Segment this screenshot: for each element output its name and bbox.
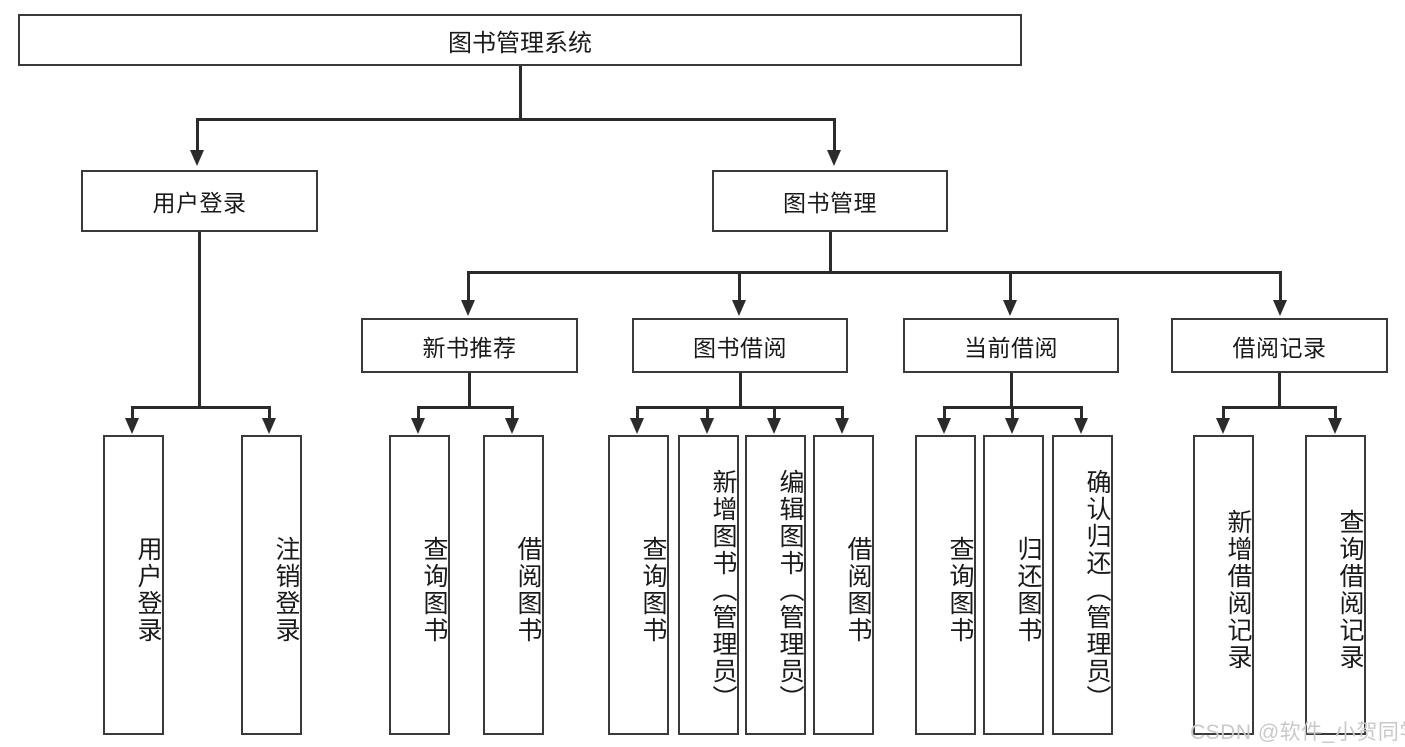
arrow-down-icon	[1328, 418, 1342, 434]
arrow-down-icon	[411, 418, 425, 434]
node-label: 图书管理	[783, 190, 877, 216]
connector-group-d-drop-2	[1334, 406, 1337, 422]
arrow-down-icon	[937, 418, 951, 434]
connector-group-b-drop-3	[773, 406, 776, 422]
leaf-label: 用户登录	[134, 536, 162, 644]
connector-group-b-stem	[739, 373, 742, 406]
connector-root-drop-left	[196, 118, 199, 152]
arrow-down-icon	[630, 418, 644, 434]
node-new-book-recommend[interactable]: 新书推荐	[361, 318, 578, 373]
arrow-down-icon	[700, 418, 714, 434]
node-label: 借阅记录	[1232, 334, 1327, 361]
leaf-label: 新增图书（管理员）	[709, 468, 737, 712]
leaf-label: 确认归还（管理员）	[1083, 468, 1111, 712]
leaf-return-book[interactable]: 归还图书	[983, 435, 1044, 735]
leaf-query-book-b[interactable]: 查询图书	[608, 435, 669, 735]
node-root-system[interactable]: 图书管理系统	[18, 14, 1022, 66]
connector-group-d-bus	[1222, 406, 1336, 409]
node-book-borrow[interactable]: 图书借阅	[632, 318, 848, 373]
node-label: 用户登录	[152, 190, 247, 216]
arrow-down-icon	[505, 418, 519, 434]
connector-group-c-drop-1	[943, 406, 946, 422]
leaf-label: 查询图书	[639, 536, 667, 644]
connector-userlogin-bus	[131, 406, 270, 409]
arrow-down-icon	[835, 418, 849, 434]
arrow-down-icon	[190, 150, 204, 166]
node-current-borrow[interactable]: 当前借阅	[903, 318, 1119, 373]
arrow-down-icon	[1273, 300, 1287, 316]
leaf-label: 新增借阅记录	[1224, 509, 1252, 671]
connector-root-drop-right	[833, 118, 836, 152]
connector-group-c-stem	[1010, 373, 1013, 406]
leaf-label: 查询借阅记录	[1336, 509, 1364, 671]
node-user-login[interactable]: 用户登录	[81, 170, 318, 232]
leaf-borrow-book-a[interactable]: 借阅图书	[483, 435, 544, 735]
connector-group-a-bus	[417, 406, 514, 409]
arrow-down-icon	[125, 418, 139, 434]
connector-bookmgmt-bus	[467, 271, 1281, 274]
leaf-logout[interactable]: 注销登录	[241, 435, 302, 735]
arrow-down-icon	[1216, 418, 1230, 434]
node-label: 图书管理系统	[448, 29, 592, 57]
connector-group-b-drop-1	[636, 406, 639, 422]
arrow-down-icon	[827, 150, 841, 166]
node-label: 图书借阅	[693, 334, 787, 361]
leaf-add-book-admin[interactable]: 新增图书（管理员）	[678, 435, 739, 735]
connector-group-d-stem	[1278, 373, 1281, 406]
connector-group-a-stem	[468, 373, 471, 406]
connector-bookmgmt-stem	[829, 232, 832, 271]
node-book-management[interactable]: 图书管理	[712, 170, 948, 232]
leaf-label: 借阅图书	[844, 536, 872, 644]
leaf-query-book-a[interactable]: 查询图书	[389, 435, 450, 735]
connector-group-a-drop-2	[511, 406, 514, 422]
arrow-down-icon	[1074, 418, 1088, 434]
connector-group-c-drop-2	[1011, 406, 1014, 422]
connector-bookmgmt-drop-4	[1279, 271, 1282, 302]
leaf-label: 查询图书	[420, 536, 448, 644]
leaf-edit-book-admin[interactable]: 编辑图书（管理员）	[745, 435, 806, 735]
node-label: 当前借阅	[964, 334, 1058, 361]
connector-userlogin-drop-2	[268, 406, 271, 422]
arrow-down-icon	[262, 418, 276, 434]
connector-group-b-bus	[636, 406, 843, 409]
node-borrow-records[interactable]: 借阅记录	[1171, 318, 1388, 373]
connector-group-a-drop-1	[417, 406, 420, 422]
connector-bookmgmt-drop-1	[467, 271, 470, 302]
leaf-query-book-c[interactable]: 查询图书	[915, 435, 976, 735]
leaf-borrow-book-b[interactable]: 借阅图书	[813, 435, 874, 735]
arrow-down-icon	[1003, 300, 1017, 316]
leaf-confirm-return-admin[interactable]: 确认归还（管理员）	[1052, 435, 1113, 735]
leaf-label: 借阅图书	[514, 536, 542, 644]
arrow-down-icon	[1005, 418, 1019, 434]
arrow-down-icon	[732, 300, 746, 316]
node-label: 新书推荐	[422, 334, 517, 361]
arrow-down-icon	[767, 418, 781, 434]
connector-group-c-drop-3	[1080, 406, 1083, 422]
connector-group-d-drop-1	[1222, 406, 1225, 422]
connector-group-b-drop-4	[841, 406, 844, 422]
leaf-user-login[interactable]: 用户登录	[103, 435, 164, 735]
connector-bookmgmt-drop-2	[738, 271, 741, 302]
connector-userlogin-drop-1	[131, 406, 134, 422]
arrow-down-icon	[461, 300, 475, 316]
connector-group-b-drop-2	[706, 406, 709, 422]
leaf-label: 查询图书	[946, 536, 974, 644]
leaf-query-borrow-record[interactable]: 查询借阅记录	[1305, 435, 1366, 735]
connector-userlogin-stem	[198, 232, 201, 406]
leaf-add-borrow-record[interactable]: 新增借阅记录	[1193, 435, 1254, 735]
connector-root-stem	[519, 66, 522, 118]
leaf-label: 编辑图书（管理员）	[776, 468, 804, 712]
connector-bookmgmt-drop-3	[1009, 271, 1012, 302]
connector-root-bus	[196, 118, 836, 121]
leaf-label: 归还图书	[1014, 536, 1042, 644]
leaf-label: 注销登录	[272, 536, 300, 644]
